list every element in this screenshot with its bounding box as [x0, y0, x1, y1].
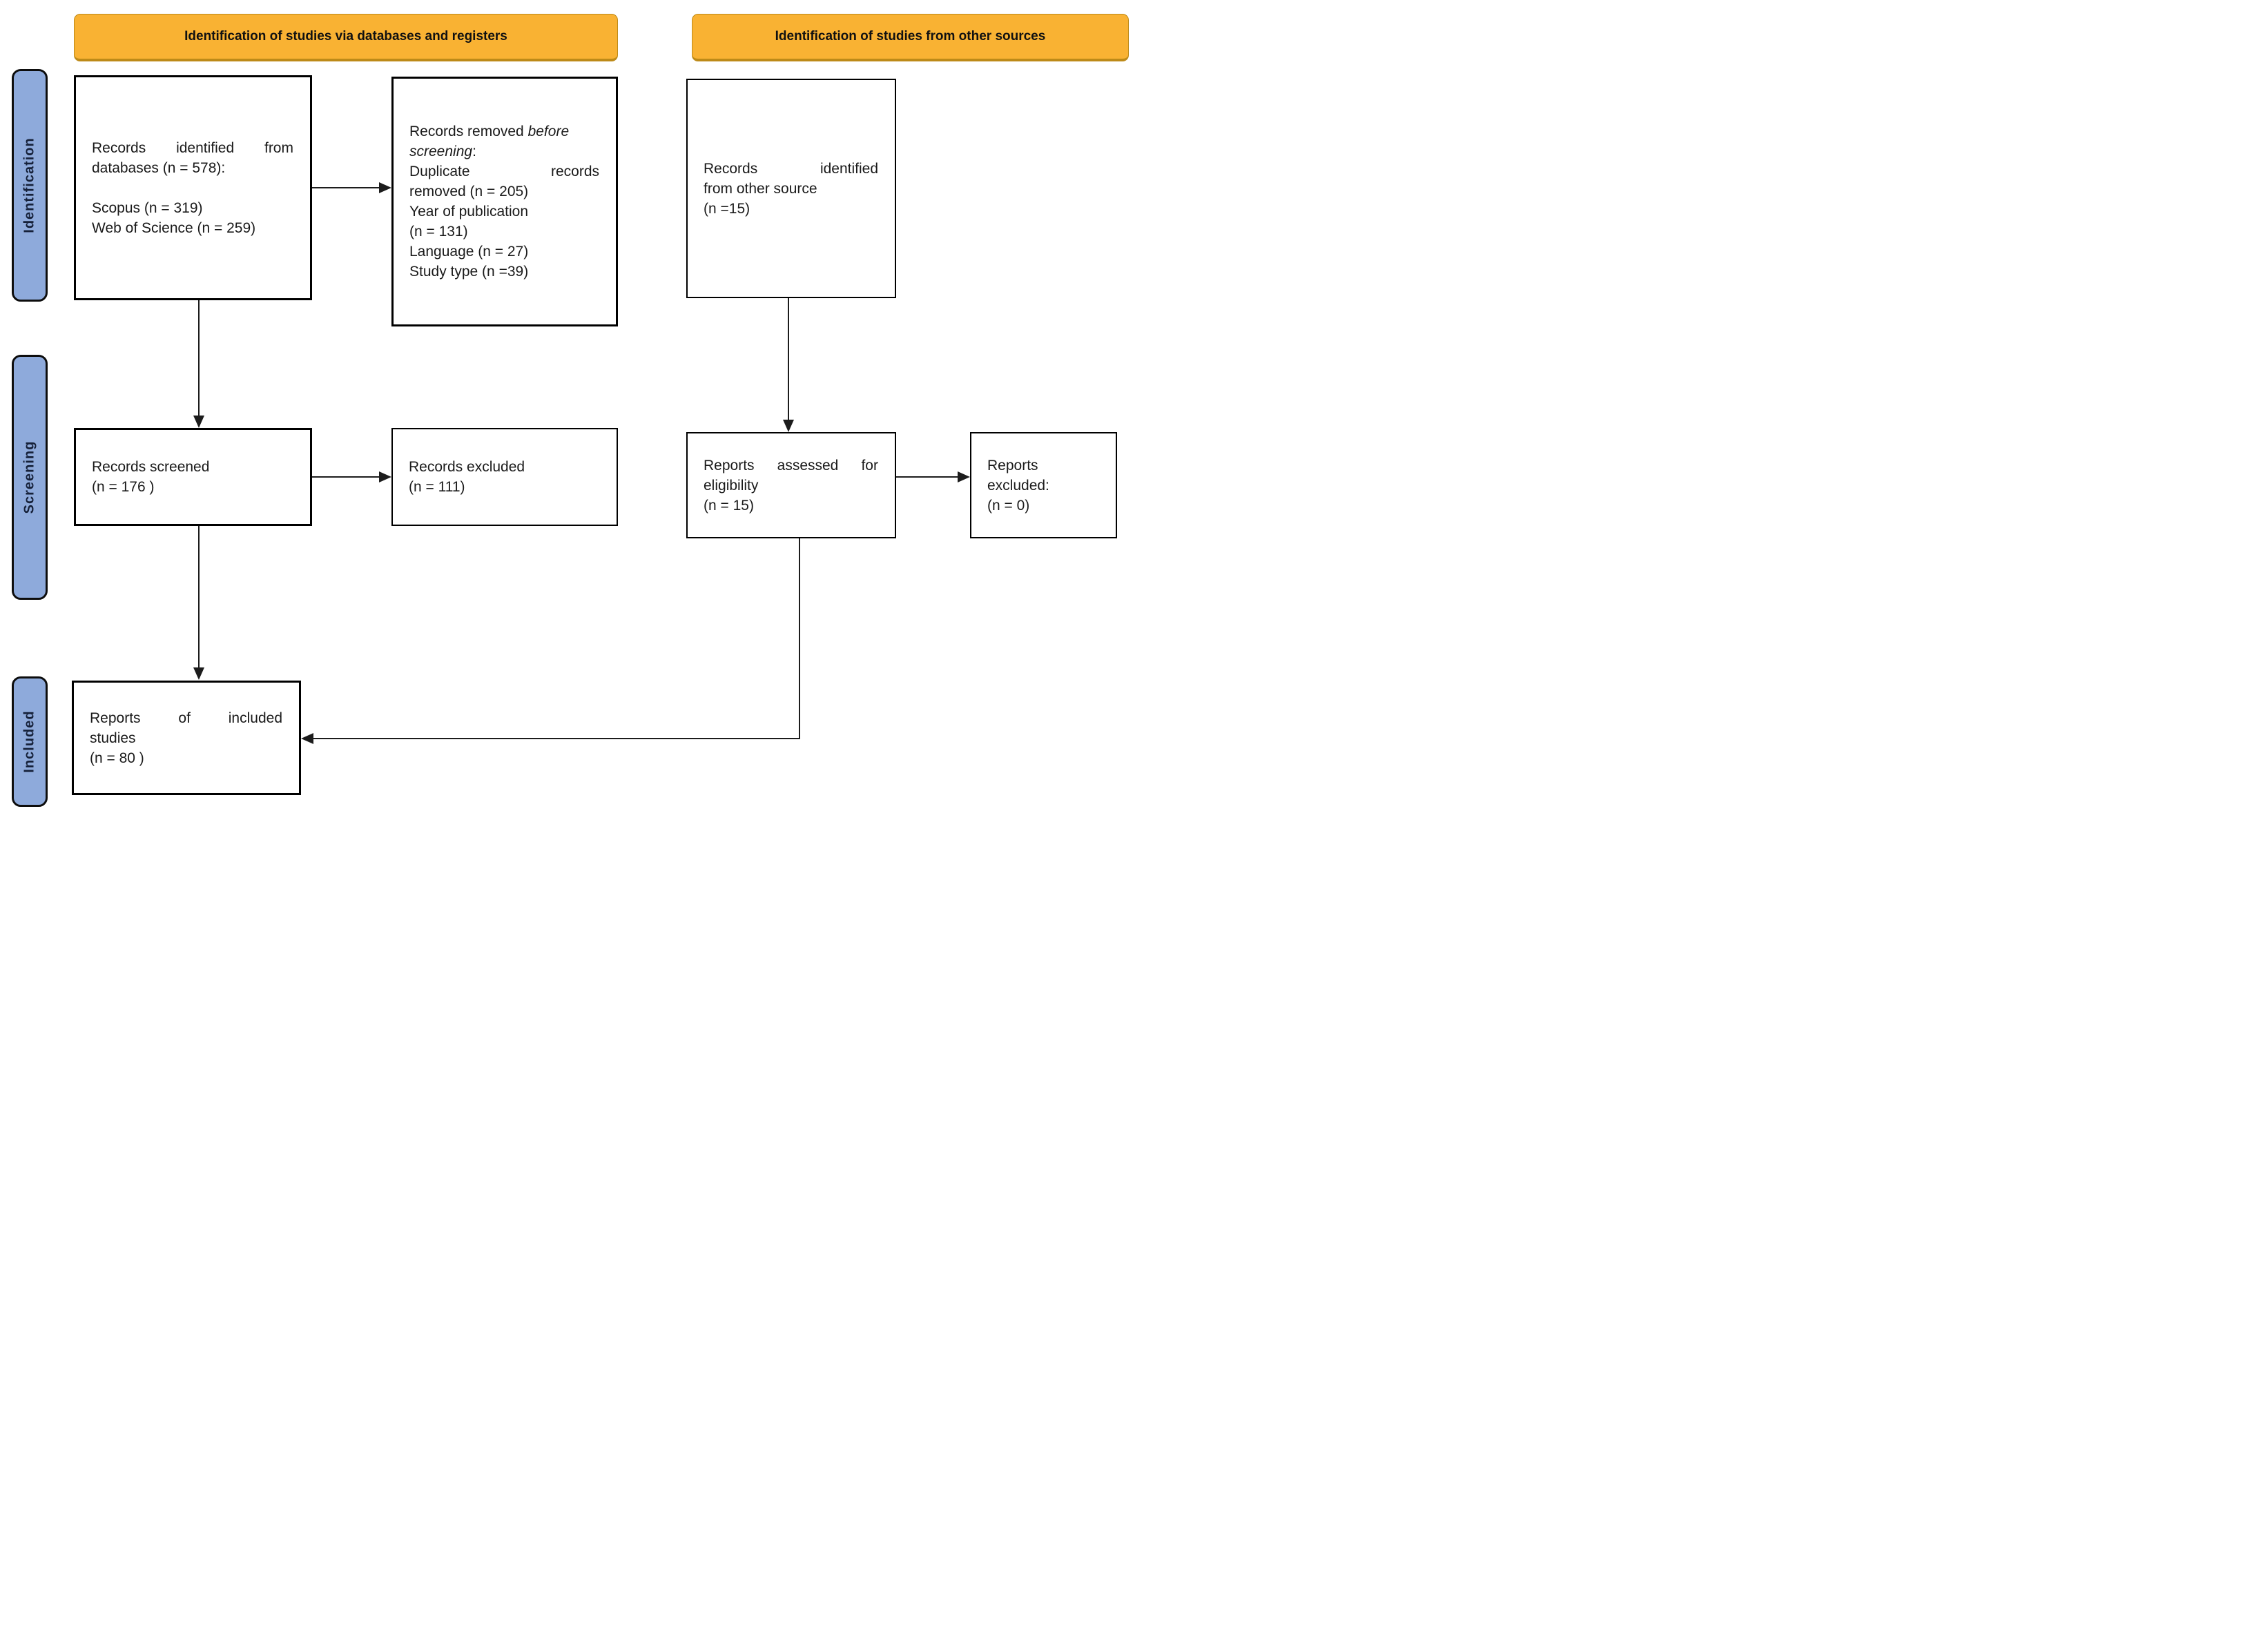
text-segment-italic: before [527, 124, 570, 139]
header-databases-registers-label: Identification of studies via databases … [184, 29, 507, 43]
word: included [228, 710, 282, 726]
arrowhead-right-icon [379, 471, 391, 482]
arrow-assessed-to-included-horizontal [313, 738, 800, 739]
arrow-screened-to-excluded [312, 476, 380, 478]
text-line: Web of Science (n = 259) [92, 219, 256, 236]
arrowhead-down-icon [193, 667, 204, 680]
text-line: from other source [704, 180, 817, 197]
arrow-screened-to-included [198, 526, 200, 668]
text-line: Records excluded [409, 459, 525, 475]
text-line: Year of publication [409, 204, 529, 219]
text-segment: : [472, 144, 476, 159]
text-line: (n = 131) [409, 224, 468, 240]
arrow-othersource-to-assessed [788, 298, 789, 420]
word: Duplicate [409, 164, 470, 179]
text-segment: Records removed [409, 124, 524, 139]
word: Reports [704, 457, 755, 473]
word: Records [704, 160, 758, 177]
stage-screening: Screening [12, 355, 48, 600]
text-line: (n = 0) [987, 497, 1030, 514]
box-reports-included-studies: Reports of included studies (n = 80 ) [72, 681, 301, 795]
word: identified [176, 139, 235, 156]
arrow-identified-to-screened [198, 300, 200, 416]
text-line: Study type (n =39) [409, 264, 529, 280]
text-line: Language (n = 27) [409, 244, 529, 260]
arrowhead-right-icon [958, 471, 970, 482]
arrowhead-left-icon [301, 733, 313, 744]
text-line: excluded: [987, 477, 1049, 494]
text-line: (n = 111) [409, 479, 465, 495]
arrow-assessed-to-included-vertical [799, 538, 800, 739]
text-line: Reports assessed for [704, 456, 878, 476]
text-line: screening: [409, 141, 599, 162]
word: records [550, 164, 599, 179]
arrowhead-down-icon [193, 416, 204, 428]
text-line: eligibility [704, 477, 759, 494]
box-records-identified-other-sources: Records identified from other source (n … [686, 79, 896, 298]
stage-included: Included [12, 676, 48, 807]
text-line: (n = 15) [704, 497, 754, 514]
word: Records [92, 139, 146, 156]
arrow-assessed-to-reportsexcluded [896, 476, 958, 478]
box-reports-excluded: Reports excluded: (n = 0) [970, 432, 1117, 538]
text-line: databases (n = 578): [92, 159, 226, 176]
text-line: Records identified from [92, 138, 293, 158]
box-records-excluded: Records excluded (n = 111) [391, 428, 618, 526]
box-records-screened: Records screened (n = 176 ) [74, 428, 312, 526]
header-other-sources-label: Identification of studies from other sou… [775, 29, 1046, 43]
word: assessed [777, 457, 839, 473]
word: for [861, 457, 878, 473]
stage-screening-label: Screening [21, 440, 37, 514]
stage-identification-label: Identification [21, 137, 37, 233]
text-line: (n = 176 ) [92, 479, 155, 495]
text-line: Duplicate records [409, 162, 599, 182]
text-line: Records screened [92, 459, 210, 475]
word: Reports [90, 710, 141, 726]
arrowhead-right-icon [379, 182, 391, 193]
arrowhead-down-icon [783, 420, 794, 432]
text-segment-italic: screening [409, 144, 473, 159]
blank-line [92, 178, 293, 198]
text-line: Records removed before [409, 121, 599, 141]
word: from [264, 139, 293, 156]
arrow-identified-to-removed [312, 187, 380, 188]
stage-identification: Identification [12, 69, 48, 302]
word: identified [820, 160, 878, 177]
text-line: (n =15) [704, 200, 750, 217]
text-line: Records identified [704, 159, 878, 179]
header-databases-registers: Identification of studies via databases … [74, 14, 618, 61]
box-reports-assessed-eligibility: Reports assessed for eligibility (n = 15… [686, 432, 896, 538]
header-other-sources: Identification of studies from other sou… [692, 14, 1129, 61]
text-line: removed (n = 205) [409, 184, 529, 199]
text-line: Reports of included [90, 708, 282, 728]
text-line: studies [90, 730, 136, 746]
text-line: (n = 80 ) [90, 750, 144, 766]
box-records-removed-before-screening: Records removed before screening: Duplic… [391, 77, 618, 326]
text-line: Reports [987, 457, 1038, 473]
word: of [178, 710, 191, 726]
stage-included-label: Included [21, 710, 37, 773]
prisma-flow-diagram: Identification of studies via databases … [0, 0, 1134, 816]
text-line: Scopus (n = 319) [92, 199, 203, 216]
box-records-identified-databases: Records identified from databases (n = 5… [74, 75, 312, 300]
